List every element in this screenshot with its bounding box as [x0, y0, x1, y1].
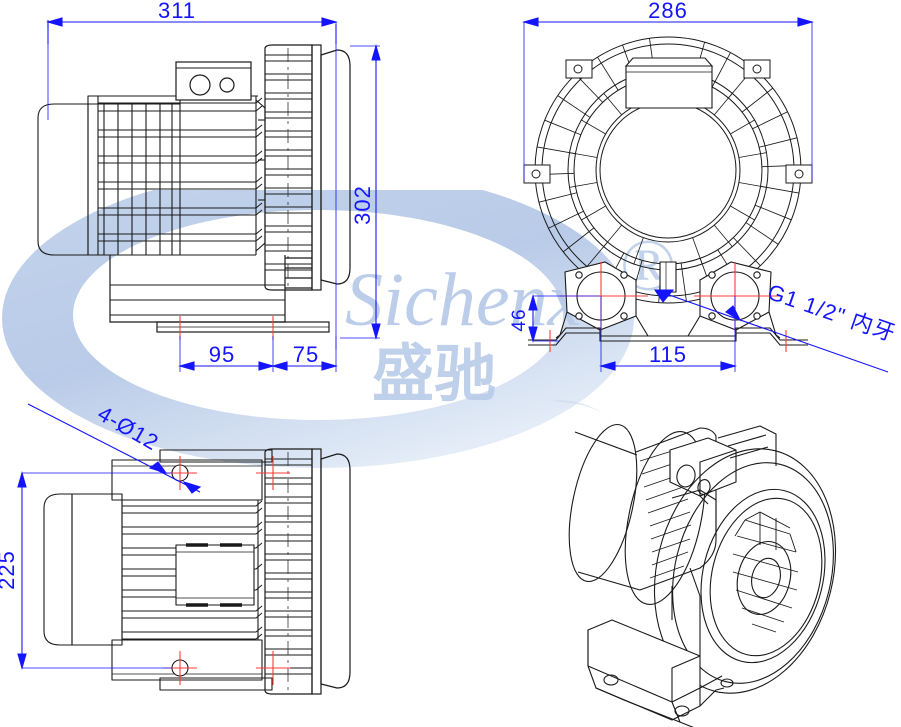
name-plate: [175, 543, 255, 607]
dim-46: 46: [509, 308, 530, 331]
mount-holes: [163, 456, 290, 685]
dim-95: 95: [209, 342, 235, 367]
impeller-housing-fins: [264, 44, 351, 291]
brand-cjk-watermark: 盛驰: [372, 337, 496, 410]
housing-ribs: [535, 38, 801, 303]
top-terminal-seat: [624, 57, 714, 109]
dimension-lines-view3: [17, 403, 202, 671]
dim-286: 286: [648, 0, 688, 23]
watermark-sliver: [552, 400, 612, 424]
dimension-lines-view2: [521, 17, 889, 373]
mount-ears: [523, 59, 813, 184]
base-foot: [109, 255, 330, 333]
dim-115: 115: [649, 342, 687, 367]
dim-302: 302: [350, 185, 375, 225]
dim-225: 225: [0, 550, 19, 590]
dim-311: 311: [158, 0, 196, 23]
brand-script-watermark: Sichenx: [345, 258, 582, 342]
watermark-ellipse-ring: [2, 190, 634, 468]
mount-base-rail: [528, 327, 808, 346]
dim-75: 75: [293, 342, 319, 367]
iso-terminal-box: [669, 437, 737, 497]
terminal-box: [175, 61, 252, 101]
iso-base-foot: [587, 619, 701, 727]
dimension-lines-view1: [45, 17, 381, 372]
